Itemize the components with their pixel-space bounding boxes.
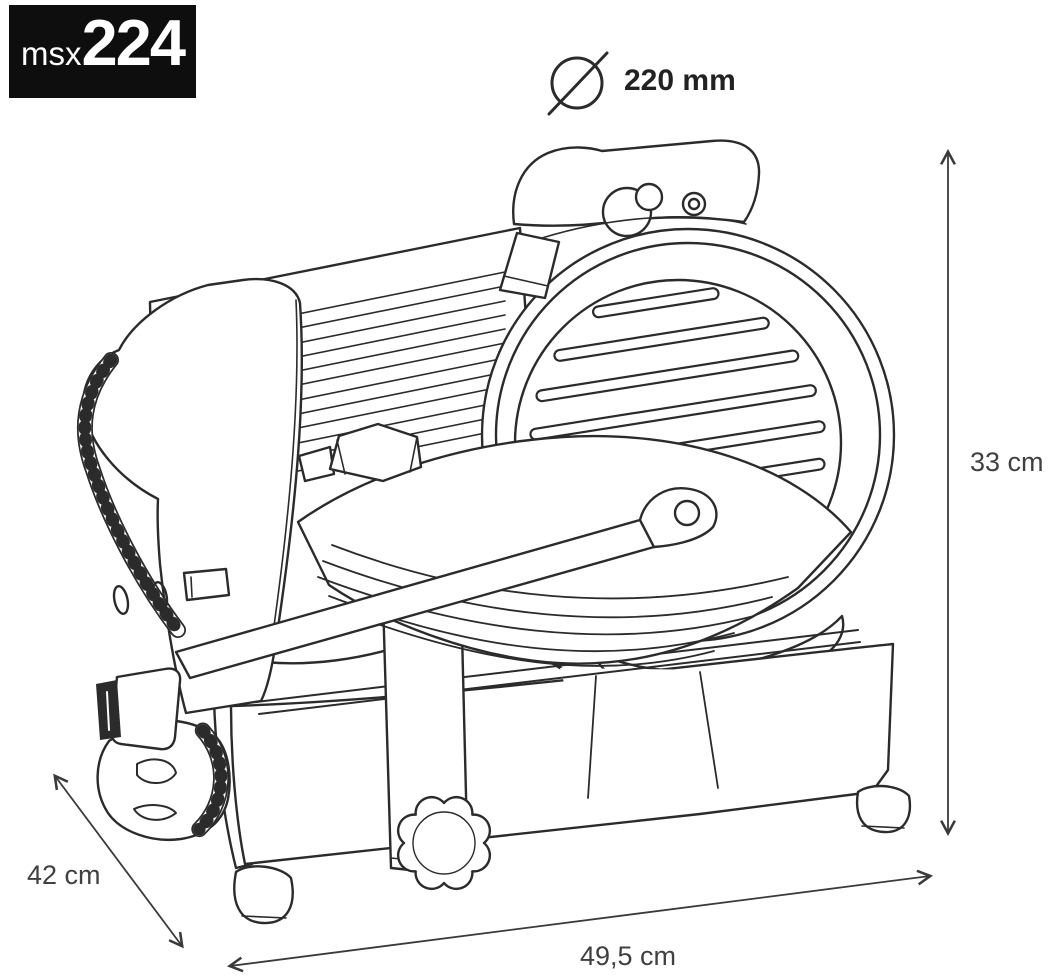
grip-arm	[174, 487, 718, 680]
front-foot	[233, 865, 294, 925]
depth-dimension-arrow	[53, 773, 184, 949]
plate-hole	[112, 585, 130, 615]
rear-foot	[855, 784, 912, 834]
arm-hole	[673, 499, 701, 527]
dimension-arrows	[53, 148, 956, 973]
chute	[560, 668, 740, 800]
plate-peg	[182, 567, 231, 602]
slide-rails	[255, 629, 861, 715]
height-dimension-label: 33 cm	[970, 447, 1044, 477]
pusher-plate	[77, 277, 304, 715]
blade-diameter-label: 220 mm	[624, 64, 736, 97]
blade-bracket	[498, 231, 561, 300]
model-prefix: msx	[21, 35, 82, 72]
base	[212, 642, 912, 925]
plate-hole	[151, 581, 169, 611]
power-switch	[96, 667, 182, 751]
sharpener	[512, 139, 761, 239]
width-dimension-arrow	[226, 869, 934, 973]
dial-ribs	[191, 722, 229, 838]
diameter-icon	[547, 51, 609, 116]
model-number: 224	[81, 6, 186, 79]
ribbed-edge	[77, 352, 186, 638]
